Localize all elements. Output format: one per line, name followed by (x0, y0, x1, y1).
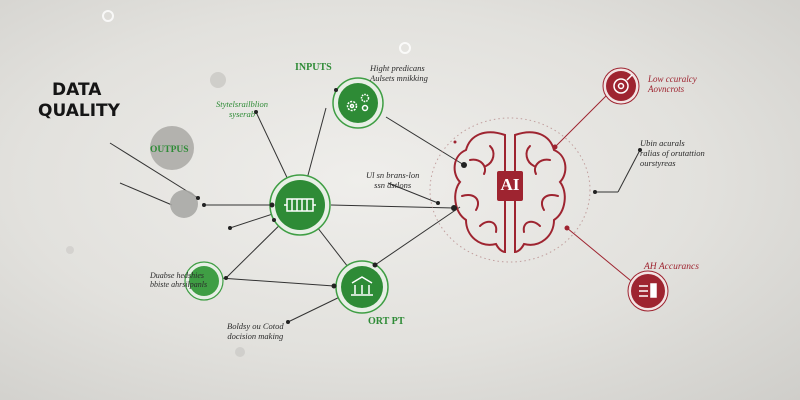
annotation-line: ralias of orutattion (640, 147, 705, 158)
annotation-line: Low ccuralcy (648, 74, 697, 84)
connector (119, 182, 173, 206)
annotation-line: Aulsets mnikking (370, 72, 428, 83)
ai-label: AI (500, 175, 520, 194)
red-dots (453, 140, 570, 231)
gears-icon (346, 93, 370, 112)
dot (331, 283, 337, 289)
red-connectors (554, 91, 637, 286)
gray-node (170, 190, 198, 218)
annotation-line: docision making (227, 330, 284, 341)
connector (617, 149, 641, 193)
dot (334, 88, 338, 92)
annotation-line: Stytelsrailblion (216, 99, 268, 109)
low-accuracy-node (602, 67, 640, 105)
dot (436, 201, 440, 205)
dot (552, 144, 558, 150)
outputs-circle (150, 126, 194, 170)
annotation-line: ourstyreas (640, 157, 676, 168)
output-node (335, 260, 389, 314)
connector (566, 227, 637, 286)
dot (453, 140, 457, 144)
annotation-line: Aovncrots (648, 84, 685, 95)
bubble (210, 72, 226, 88)
bank-icon (351, 276, 373, 296)
inputs-label: INPUTS (295, 62, 332, 73)
title-line-2: QUALITY (38, 101, 120, 122)
annotation-line: Duabse hedshies (150, 271, 204, 280)
annotation-ai-accuracy: AH Accurancs (644, 262, 699, 273)
dot (564, 225, 570, 231)
dot (272, 218, 276, 222)
dot (269, 202, 275, 208)
annotation-biased-outputs: Duabse hedshies bbiste ahrsilpanls (150, 271, 207, 289)
dot (196, 196, 200, 200)
ai-halo (429, 117, 591, 263)
annotation-low-accuracy: Low ccuralcy Aovncrots (648, 74, 697, 95)
ai-accuracy-node (627, 270, 669, 312)
outputs-label: OUTPUS (150, 145, 189, 155)
annotation-bias-decisions: Ul sn brans-lon ssn dstlons (366, 170, 420, 191)
annotation-line: AH Accurancs (644, 262, 699, 272)
connector (330, 204, 455, 209)
hub-node (269, 174, 331, 236)
junction-dots (196, 88, 642, 324)
inputs-node (332, 77, 384, 129)
dot (372, 262, 378, 268)
bubble (102, 10, 114, 22)
page-title: DATA QUALITY (38, 80, 120, 123)
annotation-line: syserab (228, 108, 255, 119)
annotation-line: Hight predicans (370, 63, 425, 73)
dot (461, 162, 467, 168)
annotation-accurate: Ubin acurals ralias of orutattion oursty… (640, 138, 705, 168)
annotation-line: ssn dstlons (374, 179, 412, 190)
dot (593, 190, 597, 194)
dot (451, 205, 457, 211)
annotation-bad-decision: Boldsy ou Cotod docision making (227, 321, 284, 342)
database-icon (284, 198, 316, 212)
connector (374, 206, 461, 266)
annotation-high-predictions: Hight predicans Aulsets mnikking (370, 63, 428, 84)
decorative-bubbles (66, 10, 411, 357)
connector (219, 277, 335, 287)
annotation-systematic: Stytelsrailblion syserab (216, 99, 268, 120)
connector (385, 116, 465, 166)
dot (202, 203, 206, 207)
small-green-node (184, 261, 224, 301)
connector (554, 91, 611, 148)
ai-chip (497, 171, 523, 201)
connector (109, 142, 199, 199)
dot (228, 226, 232, 230)
annotation-line: bbiste ahrsilpanls (150, 280, 208, 290)
output-label: ORT PT (368, 316, 405, 327)
dot (638, 148, 642, 152)
dot (286, 320, 290, 324)
annotation-line: Boldsy ou Cotod (227, 321, 284, 331)
annotation-line: Ul sn brans-lon (366, 170, 420, 180)
title-line-1: DATA (52, 80, 102, 100)
connector (387, 182, 439, 204)
bubble (399, 42, 411, 54)
report-icon (639, 283, 657, 298)
target-icon (613, 74, 633, 94)
annotation-line: Ubin acurals (640, 138, 685, 148)
dot (224, 276, 228, 280)
bubble (66, 246, 74, 254)
bubble (235, 347, 245, 357)
dot (254, 110, 258, 114)
